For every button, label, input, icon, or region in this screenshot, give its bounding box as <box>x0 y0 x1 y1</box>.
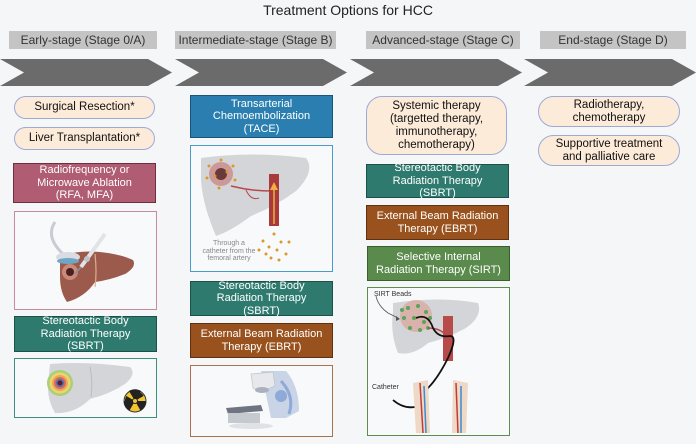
arrow-early <box>0 59 172 86</box>
linear-accelerator-icon <box>226 371 299 429</box>
radiotherapy-chemotherapy-option: Radiotherapy, chemotherapy <box>538 96 680 127</box>
tace-option: Transarterial Chemoembolization (TACE) <box>190 95 333 138</box>
stage-header-intermediate: Intermediate-stage (Stage B) <box>175 31 336 49</box>
arrow-end <box>524 59 696 86</box>
liver-tace-icon <box>201 154 310 262</box>
sirt-beads-label: SIRT Beads <box>374 291 412 298</box>
tace-illustration: Through a catheter from the femoral arte… <box>190 145 333 272</box>
ebrt-option-intermediate: External Beam Radiation Therapy (EBRT) <box>190 323 333 358</box>
stage-header-end: End-stage (Stage D) <box>540 31 686 49</box>
arrow-advanced <box>350 59 522 86</box>
sbrt-option-advanced: Stereotactic Body Radiation Therapy (SBR… <box>366 162 509 199</box>
sbrt-option-early: Stereotactic Body Radiation Therapy (SBR… <box>14 315 157 352</box>
diagram-title: Treatment Options for HCC <box>263 2 433 18</box>
sirt-option: Selective Internal Radiation Therapy (SI… <box>367 246 510 281</box>
liver-ablation-icon <box>49 221 134 302</box>
liver-transplantation-option: Liver Transplantation* <box>14 127 155 150</box>
systemic-therapy-option: Systemic therapy (targetted therapy, imm… <box>366 96 507 155</box>
progression-arrows <box>0 59 696 86</box>
tace-caption: Through a catheter from the femoral arte… <box>202 240 256 262</box>
surgical-resection-option: Surgical Resection* <box>14 96 155 119</box>
catheter-label: Catheter <box>372 384 399 391</box>
rfa-option: Radiofrequency or Microwave Ablation (RF… <box>13 163 156 203</box>
liver-radiation-icon <box>47 363 147 414</box>
rfa-illustration <box>14 211 157 310</box>
arrow-intermediate <box>175 59 347 86</box>
sbrt-illustration-early <box>14 358 157 418</box>
liver-sirt-icon <box>375 295 480 434</box>
ebrt-option-advanced: External Beam Radiation Therapy (EBRT) <box>366 205 509 240</box>
supportive-care-option: Supportive treatment and palliative care <box>538 135 680 166</box>
sbrt-option-intermediate: Stereotactic Body Radiation Therapy (SBR… <box>190 280 333 317</box>
stage-header-early: Early-stage (Stage 0/A) <box>9 31 157 49</box>
sirt-illustration: SIRT Beads Catheter <box>367 287 510 436</box>
stage-header-advanced: Advanced-stage (Stage C) <box>366 31 520 49</box>
ebrt-illustration <box>190 365 333 437</box>
